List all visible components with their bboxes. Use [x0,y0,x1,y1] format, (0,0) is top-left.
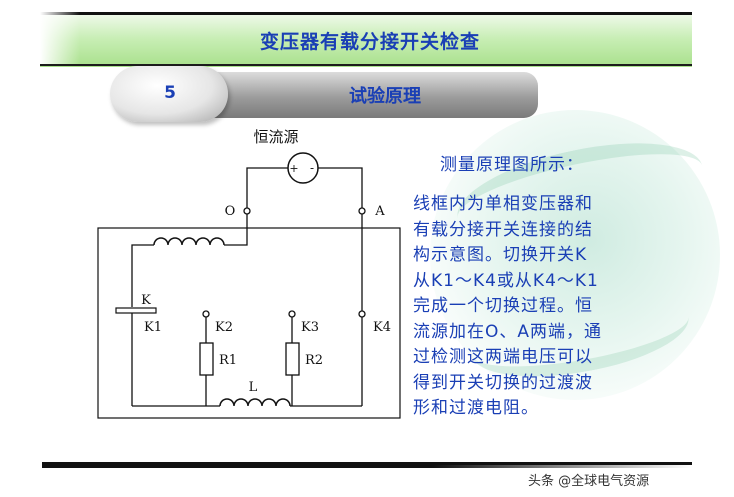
caption-line: 过检测这两端电压可以 [413,347,593,367]
footer-divider-shadow [42,465,692,468]
r1-label: R1 [219,353,237,368]
source-credit: 头条 @全球电气资源 [528,474,650,489]
upper-winding [153,237,225,246]
section-title: 试验原理 [349,86,421,107]
header-bar [40,12,692,67]
caption-line: 构示意图。切换开关K [413,245,588,265]
header-divider [40,64,692,66]
section-number: 5 [164,83,176,103]
terminal-o-label: O [225,204,236,219]
resistor-r2 [285,342,300,376]
k2-label: K2 [215,320,233,335]
header-fade [40,12,80,64]
k3-contact [288,310,296,318]
switch-k-label: K [141,293,151,308]
current-source-label: 恒流源 [253,128,298,146]
left-rail [131,244,154,307]
footer-divider [42,462,692,465]
caption-line: 线框内为单相变压器和 [413,194,593,214]
circuit-diagram: 恒流源 + - O A K K1 K2 R1 K3 [97,128,401,419]
terminal-o [243,207,251,215]
plus-sign: + [289,162,298,175]
slide-title: 变压器有载分接开关检查 [259,31,480,53]
k4-label: K4 [373,320,391,335]
caption-line: 得到开关切换的过渡波 [413,372,593,393]
transformer-frame [97,227,401,419]
l-label: L [249,380,258,395]
caption-line: 形和过渡电阻。 [413,398,539,418]
r2-label: R2 [305,353,323,368]
k2-contact [202,310,210,318]
globe-watermark [430,110,720,400]
source-lead-left [246,167,288,208]
caption-body: 线框内为单相变压器和 有载分接开关连接的结 构示意图。切换开关K 从K1～K4或… [413,192,653,422]
caption-line: 从K1～K4或从K4～K1 [413,270,599,291]
terminal-a-label: A [374,204,385,219]
minus-sign: - [310,161,314,175]
k1-label: K1 [144,320,162,335]
caption-line: 有载分接开关连接的结 [413,219,593,240]
caption-line: 流源加在O、A两端，通 [413,321,603,342]
switch-k-blade [115,307,157,314]
k3-label: K3 [301,320,319,335]
section-number-pill [110,66,228,122]
resistor-r1 [199,342,214,376]
lower-winding [219,398,291,407]
o-lead [224,214,248,246]
caption-heading: 测量原理图所示： [440,155,584,175]
source-lead-right [318,167,363,208]
caption-line: 完成一个切换过程。恒 [413,296,593,316]
terminal-a [358,207,366,215]
k4-contact [358,310,366,318]
